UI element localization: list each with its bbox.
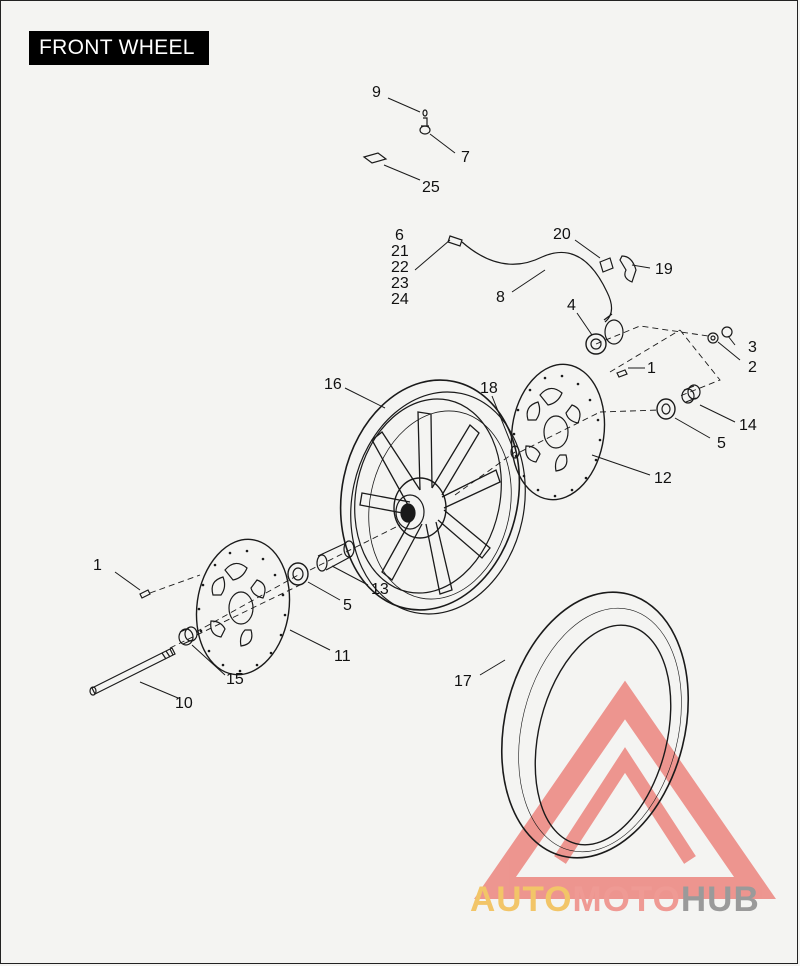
bearing-left	[287, 562, 309, 586]
callout-25: 25	[422, 179, 440, 196]
callout-7: 7	[461, 149, 470, 166]
callout-5-right: 5	[717, 435, 726, 452]
washer	[510, 445, 520, 459]
watermark-text: AUTOMOTOHUB	[470, 880, 760, 920]
callout-2: 2	[748, 359, 757, 376]
callout-labels: 9 7 25 6 21 22 23 24 8 20 19 4 3 2 1 14 …	[93, 84, 757, 712]
speed-sensor	[447, 235, 624, 345]
callout-16: 16	[324, 376, 342, 393]
callout-6: 6	[395, 227, 404, 244]
callout-1-left: 1	[93, 557, 102, 574]
bolt-left	[139, 589, 151, 599]
spacer-right	[681, 384, 701, 404]
callout-21: 21	[391, 243, 409, 260]
tire	[500, 591, 690, 859]
callout-8: 8	[496, 289, 505, 306]
callout-10: 10	[175, 695, 193, 712]
callout-17: 17	[454, 673, 472, 690]
bearing-right	[656, 398, 676, 420]
cable-bracket	[619, 255, 637, 283]
callout-14: 14	[739, 417, 757, 434]
callout-15: 15	[226, 671, 244, 688]
callout-5-left: 5	[343, 597, 352, 614]
callout-4: 4	[567, 297, 576, 314]
wheel	[339, 379, 526, 615]
callout-13: 13	[371, 581, 389, 598]
sensor-ring	[585, 333, 607, 355]
callout-1-right: 1	[647, 360, 656, 377]
spacer-sleeve	[316, 540, 355, 572]
callout-20: 20	[553, 226, 571, 243]
bolt-right	[616, 369, 628, 378]
callout-18: 18	[480, 380, 498, 397]
callout-9: 9	[372, 84, 381, 101]
watermark-part-1: AUTO	[470, 880, 573, 919]
assembly-lines	[149, 325, 721, 649]
cable-clip	[599, 257, 614, 273]
valve-cap	[422, 109, 428, 117]
leader-lines	[114, 97, 741, 699]
callout-12: 12	[654, 470, 672, 487]
callout-19: 19	[655, 261, 673, 278]
axle-nut	[707, 326, 733, 344]
callout-11: 11	[334, 648, 351, 665]
watermark-part-3: HUB	[680, 880, 760, 919]
brake-rotor-left	[195, 538, 291, 676]
page-title: FRONT WHEEL	[29, 31, 209, 65]
callout-23: 23	[391, 275, 409, 292]
callout-22: 22	[391, 259, 409, 276]
wheel-weight	[362, 152, 388, 164]
axle	[89, 647, 176, 696]
callout-3: 3	[748, 339, 757, 356]
watermark-part-2: MOTO	[572, 880, 681, 919]
watermark-logo	[474, 680, 776, 899]
valve-stem	[419, 117, 431, 135]
callout-24: 24	[391, 291, 409, 308]
brake-rotor-right	[510, 363, 606, 501]
